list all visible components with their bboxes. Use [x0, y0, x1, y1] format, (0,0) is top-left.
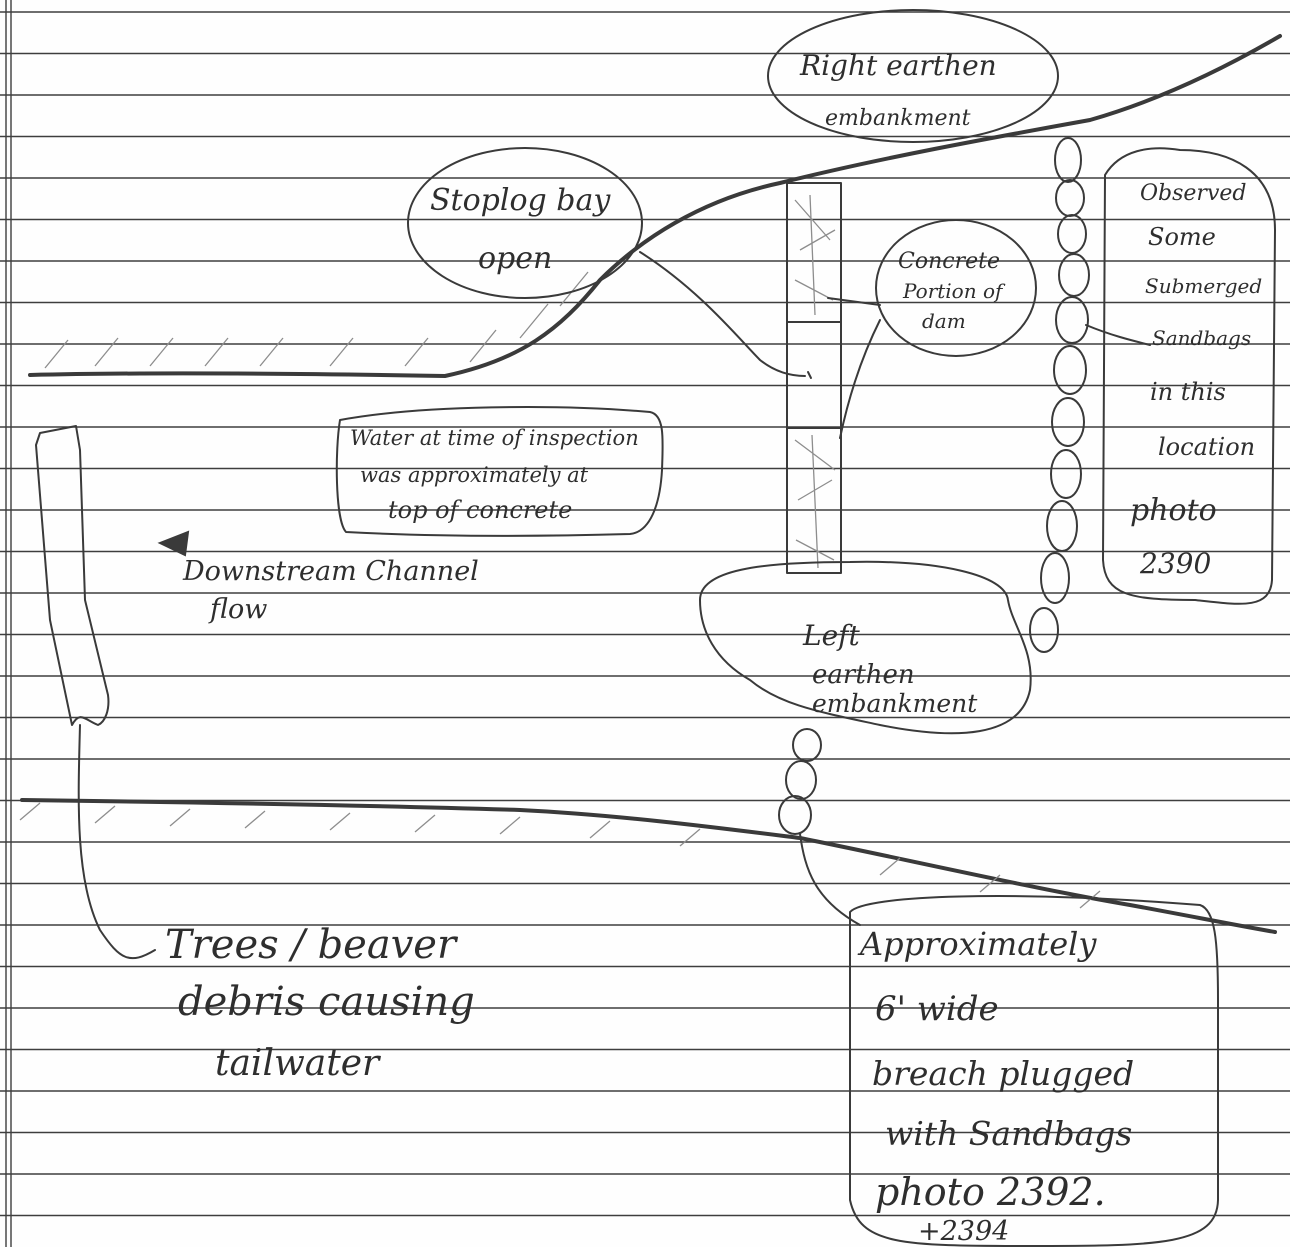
bubble-concrete-portion	[875, 219, 1037, 357]
bubble-right-embankment	[767, 9, 1059, 143]
label-sandbags-8: 2390	[1139, 547, 1211, 580]
label-breach-1: Approximately	[857, 925, 1097, 963]
label-left-embankment-2: earthen	[812, 660, 915, 690]
label-water-1: Water at time of inspection	[350, 426, 639, 450]
label-right-embankment-2: embankment	[825, 106, 971, 131]
lower-embankment-profile	[20, 798, 1277, 934]
ground-hatching-upper	[44, 271, 589, 369]
label-right-embankment-1: Right earthen	[799, 49, 997, 82]
label-breach-3: breach plugged	[872, 1054, 1134, 1093]
margin-line	[5, 0, 12, 1247]
handwritten-labels: Right earthen embankment Stoplog bay ope…	[165, 49, 1262, 1247]
label-debris-3: tailwater	[215, 1043, 381, 1084]
label-downstream-1: Downstream Channel	[182, 556, 479, 587]
callout-bubbles	[335, 9, 1276, 1247]
label-left-embankment-1: Left	[802, 619, 861, 652]
sandbag-chain-right	[1029, 137, 1151, 653]
stoplog-pointer-line	[639, 251, 806, 377]
concrete-pointer-lines	[827, 297, 881, 439]
ruled-lines	[0, 11, 1290, 1217]
label-concrete-3: dam	[922, 309, 966, 333]
label-sandbags-3: Submerged	[1145, 274, 1262, 298]
bubble-sandbags	[1102, 147, 1276, 605]
label-debris-2: debris causing	[178, 979, 475, 1025]
flow-arrow	[157, 530, 190, 557]
bubble-water-note	[335, 406, 664, 537]
label-breach-4: with Sandbags	[885, 1114, 1132, 1153]
label-sandbags-1: Observed	[1140, 181, 1246, 206]
label-sandbags-2: Some	[1148, 223, 1216, 251]
label-left-embankment-3: embankment	[812, 689, 978, 718]
label-downstream-2: flow	[208, 594, 267, 625]
concrete-dam-section	[786, 182, 842, 574]
ground-hatching-lower	[19, 802, 1101, 909]
label-sandbags-5: in this	[1150, 378, 1226, 406]
label-water-2: was approximately at	[360, 463, 589, 487]
label-sandbags-6: location	[1158, 433, 1255, 461]
bubble-stoplog-bay	[407, 147, 643, 299]
label-sandbags-4: Sandbags	[1152, 326, 1251, 350]
label-concrete-1: Concrete	[898, 249, 1000, 274]
label-water-3: top of concrete	[388, 496, 572, 524]
label-sandbags-7: photo	[1130, 493, 1217, 528]
label-debris-1: Trees / beaver	[165, 922, 459, 968]
label-stoplog-2: open	[478, 241, 552, 276]
bubble-left-embankment	[699, 560, 1032, 735]
debris-pointer	[35, 425, 156, 960]
label-breach-5: photo 2392.	[875, 1170, 1106, 1214]
bubble-breach	[849, 895, 1219, 1247]
label-breach-2: 6' wide	[875, 989, 999, 1029]
label-stoplog-1: Stoplog bay	[430, 183, 611, 218]
label-concrete-2: Portion of	[902, 279, 1006, 303]
upper-embankment-profile	[28, 34, 1282, 378]
label-breach-6: +2394	[918, 1216, 1009, 1247]
sandbag-stack-breach	[778, 728, 861, 926]
